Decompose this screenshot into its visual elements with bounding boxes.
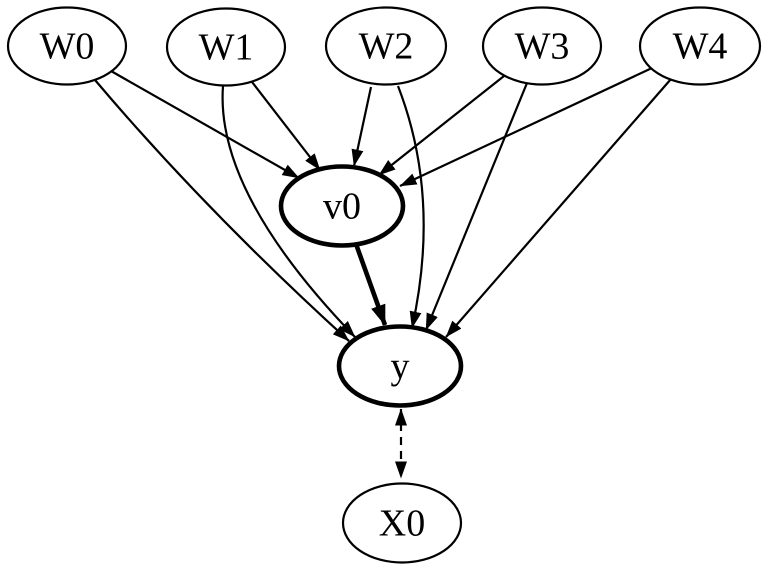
node-W4-label: W4: [673, 26, 728, 68]
node-W4-ellipse: [638, 6, 762, 86]
node-W3: W3: [481, 6, 603, 86]
node-v0-ellipse: [278, 164, 406, 248]
node-W2-ellipse: [324, 6, 448, 86]
edge-W4-to-v0: [399, 67, 653, 187]
node-W1-label: W1: [199, 27, 254, 69]
node-y-label: y: [391, 346, 410, 388]
node-y: y: [336, 324, 464, 408]
node-W3-ellipse: [481, 6, 603, 86]
node-W1: W1: [165, 7, 287, 87]
edge-W1-to-y: [221, 85, 356, 338]
node-W4: W4: [638, 6, 762, 86]
node-W0-ellipse: [6, 6, 128, 86]
node-W0-label: W0: [40, 26, 95, 68]
edge-W4-to-y: [445, 78, 672, 338]
nodes-layer: W0 W1 W2 W3 W4 v0 yX0: [6, 6, 762, 564]
edge-v0-to-y: [353, 243, 388, 326]
edge-W3-to-v0: [378, 75, 505, 176]
node-W0: W0: [6, 6, 128, 86]
node-y-ellipse: [336, 324, 464, 408]
node-W2: W2: [324, 6, 448, 86]
edge-W1-to-v0: [251, 81, 321, 171]
edge-W0-to-y: [94, 79, 350, 342]
node-W2-label: W2: [359, 26, 414, 68]
edge-W3-to-y: [424, 82, 529, 331]
edge-W2-to-y: [396, 85, 425, 329]
node-W3-label: W3: [515, 26, 570, 68]
edges-layer: [94, 67, 672, 479]
node-X0-ellipse: [341, 482, 463, 564]
node-X0: X0: [341, 482, 463, 564]
node-v0: v0: [278, 164, 406, 248]
node-v0-label: v0: [323, 186, 361, 228]
edge-W0-to-v0: [110, 70, 300, 179]
node-W1-ellipse: [165, 7, 287, 87]
node-X0-label: X0: [379, 503, 425, 545]
edge-W2-to-v0: [351, 86, 373, 167]
